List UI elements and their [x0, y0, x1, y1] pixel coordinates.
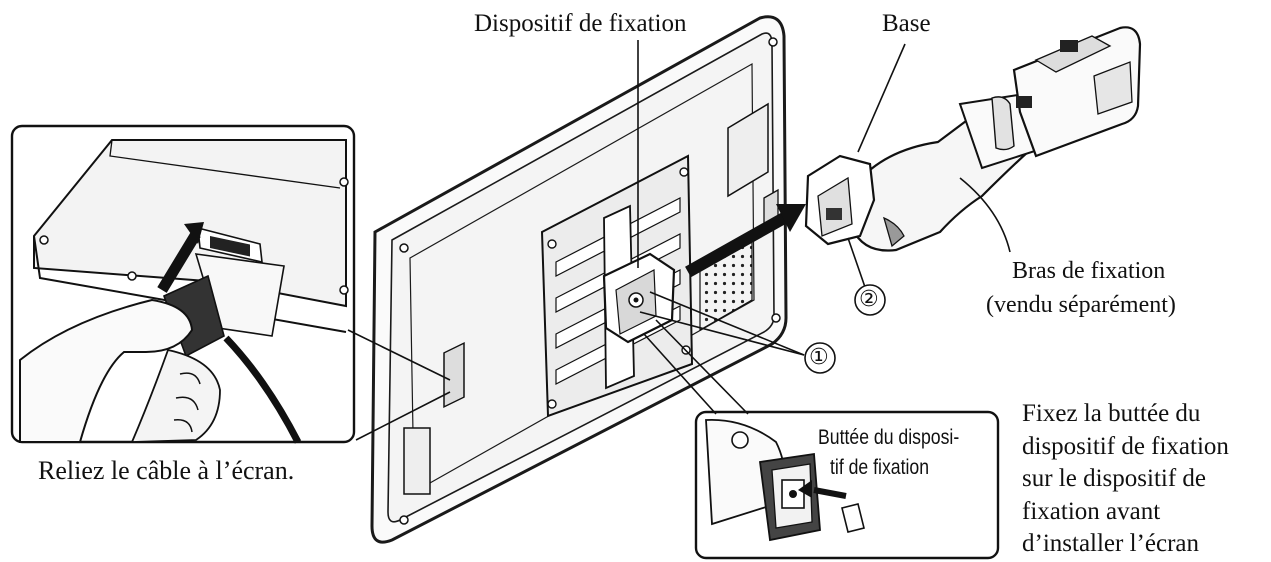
mounting-device-label: Dispositif de fixation	[474, 10, 687, 37]
stopper-note-line: d’installer l’écran	[1022, 530, 1199, 557]
stopper-note-line: sur le dispositif de	[1022, 465, 1207, 492]
connect-cable-caption: Reliez le câble à l’écran.	[38, 456, 295, 485]
callout-2: ②	[859, 286, 879, 311]
stopper-arrow-icon	[798, 480, 847, 499]
stopper-label-line2: tif de fixation	[830, 456, 930, 479]
stopper-label-line1: Buttée du disposi-	[818, 426, 960, 449]
stopper-note-line: Fixez la buttée du	[1022, 400, 1201, 427]
callout-1: ①	[809, 344, 829, 369]
plug-icon	[157, 222, 204, 293]
display-rear	[370, 15, 788, 544]
mounting-arm	[804, 26, 1142, 252]
stopper-note-line: fixation avant	[1022, 497, 1161, 525]
cable-inset	[10, 124, 356, 444]
stopper-note-line: dispositif de fixation	[1022, 432, 1229, 460]
arm-label-line1: Bras de fixation	[1012, 258, 1166, 284]
stopper-note: Fixez la buttée du dispositif de fixatio…	[1022, 398, 1229, 558]
arm-label-line2: (vendu séparément)	[986, 292, 1176, 318]
base-label: Base	[882, 10, 931, 37]
push-arrow-icon	[685, 204, 806, 278]
stopper-inset	[694, 410, 1000, 560]
